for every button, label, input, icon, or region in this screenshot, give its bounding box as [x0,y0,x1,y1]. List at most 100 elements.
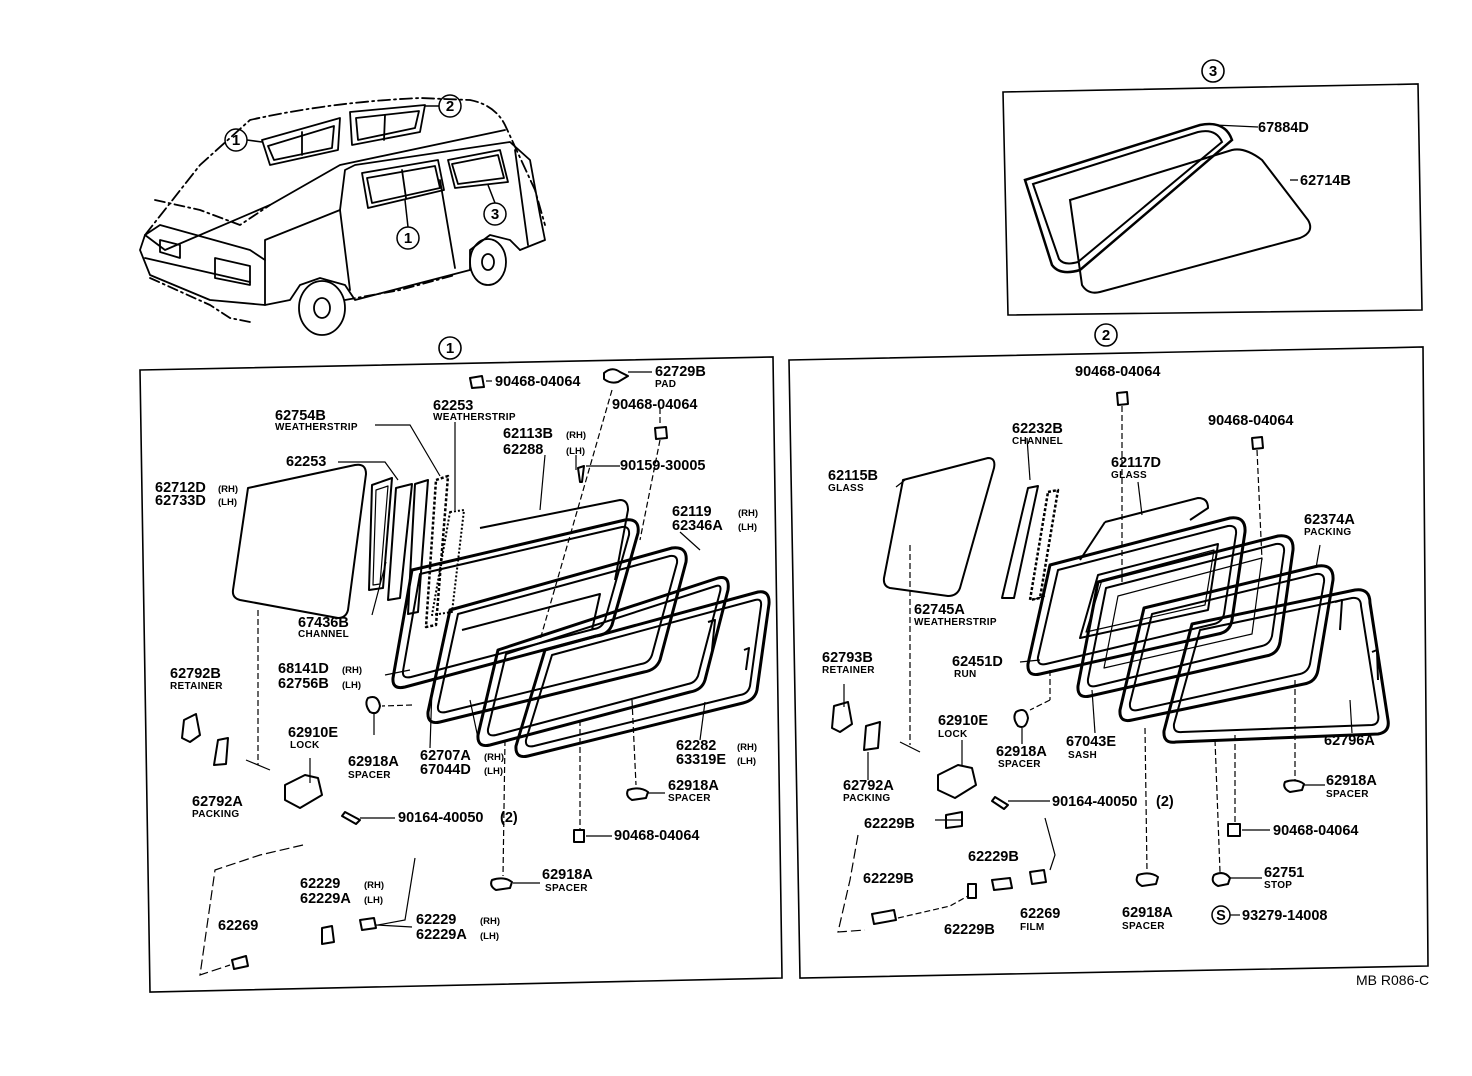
van-callout-1b: 1 [404,230,412,247]
s2-sub-packing-b: PACKING [843,793,890,804]
s1-sfx-lh-e: (LH) [484,766,503,777]
s2-part-62229b-c: 62229B [863,871,914,887]
s1-sfx-lh-a: (LH) [566,446,585,457]
van-callouts [224,94,507,250]
s2-part-62269: 62269 [1020,906,1060,922]
section-1-leaders [199,371,706,976]
s1-part-62792a: 62792A [192,794,243,810]
s1-part-67436b: 67436B [298,615,349,631]
s-symbol: S [1216,908,1226,924]
s1-part-62229a-b: 62229A [416,927,467,943]
s2-sub-glass-a: GLASS [828,483,864,494]
s3-part-62714b: 62714B [1300,173,1351,189]
s1-sub-channel: CHANNEL [298,629,349,640]
s1-part-62113b: 62113B [503,426,553,442]
s1-part-67044d: 67044D [420,762,471,778]
section-1-parts [181,368,771,970]
s2-sub-weatherstrip: WEATHERSTRIP [914,617,997,628]
s2-part-62910e: 62910E [938,713,988,729]
s1-part-90164-40050: 90164-40050 [398,810,483,826]
s2-sub-lock: LOCK [938,729,968,740]
van-illustration [139,97,546,336]
s1-part-62918a-c: 62918A [542,867,593,883]
s2-sub-sash: SASH [1068,750,1097,761]
s1-part-62918a-b: 62918A [668,778,719,794]
s1-part-90468-04064-c: 90468-04064 [612,397,697,413]
diagram-code: MB R086-C [1356,972,1429,988]
s1-part-62346a: 62346A [672,518,723,534]
s2-part-90468-04064-a: 90468-04064 [1075,364,1160,380]
s2-part-62451d: 62451D [952,654,1003,670]
s1-part-62253-b: 62253 [286,454,326,470]
s1-part-68141d: 68141D [278,661,329,677]
s2-part-62117d: 62117D [1111,455,1161,471]
s2-sub-spacer-a: SPACER [998,759,1041,770]
s1-sfx-lh-f: (LH) [737,756,756,767]
s2-qty: (2) [1156,794,1174,810]
s1-sfx-lh-d: (LH) [342,680,361,691]
s1-sfx-rh-e: (RH) [484,752,504,763]
s1-sfx-rh-a: (RH) [566,430,586,441]
s2-part-62918a-b: 62918A [1326,773,1377,789]
s2-sub-packing-a: PACKING [1304,527,1351,538]
s2-part-93279-14008: 93279-14008 [1242,908,1327,924]
section-3-number: 3 [1209,63,1217,80]
s2-sub-spacer-b: SPACER [1326,789,1369,800]
s2-part-67043e: 67043E [1066,734,1116,750]
s1-part-62712d: 62712D [155,480,206,496]
s1-sub-spacer-c: SPACER [545,883,588,894]
s1-part-62269: 62269 [218,918,258,934]
s1-part-62229-a: 62229 [300,876,340,892]
s1-sub-weatherstrip-b: WEATHERSTRIP [433,412,516,423]
van-callout-2: 2 [446,98,454,115]
s2-part-62115b: 62115B [828,468,878,484]
section-2-number: 2 [1102,327,1110,344]
s1-sfx-lh-h: (LH) [480,931,499,942]
s1-sfx-lh-b: (LH) [218,497,237,508]
s2-part-90468-04064-r: 90468-04064 [1273,823,1358,839]
s1-part-90468-04064-v: 90468-04064 [614,828,699,844]
s1-part-62733d: 62733D [155,493,206,509]
s1-part-62707a: 62707A [420,748,471,764]
s1-part-90468-04064-a: 90468-04064 [495,374,580,390]
van-callout-3: 3 [491,206,499,223]
s2-part-62918a-a: 62918A [996,744,1047,760]
s1-sfx-rh-d: (RH) [342,665,362,676]
s2-part-62745a: 62745A [914,602,965,618]
section-2-labels: 90468-04064 62232B CHANNEL 90468-04064 6… [822,364,1377,938]
s1-qty: (2) [500,810,518,826]
section-3-parts [1023,122,1312,294]
section-1-number: 1 [446,340,454,357]
s1-sfx-rh-h: (RH) [480,916,500,927]
s2-part-62796a: 62796A [1324,733,1375,749]
s1-sub-lock: LOCK [290,740,320,751]
van-callout-1a: 1 [232,132,240,149]
s2-sub-film: FILM [1020,922,1045,933]
s1-part-62253-a: 62253 [433,398,473,414]
s1-part-62229-b: 62229 [416,912,456,928]
s2-sub-channel: CHANNEL [1012,436,1063,447]
s1-sfx-lh-c: (LH) [738,522,757,533]
s2-sub-spacer-c: SPACER [1122,921,1165,932]
section-2-parts [831,391,1390,925]
s2-part-62229b-d: 62229B [944,922,995,938]
s1-part-62910e: 62910E [288,725,338,741]
section-1-frame [139,336,783,993]
s1-part-62282: 62282 [676,738,716,754]
s1-sub-spacer-b: SPACER [668,793,711,804]
s2-part-62918a-c: 62918A [1122,905,1173,921]
s2-part-62792a: 62792A [843,778,894,794]
section-2-frame [788,323,1429,979]
s2-sub-stop: STOP [1264,880,1292,891]
s2-part-62232b: 62232B [1012,421,1063,437]
s2-part-62229b-a: 62229B [864,816,915,832]
s1-part-62288: 62288 [503,442,543,458]
s3-part-67884d: 67884D [1258,120,1309,136]
s1-sub-retainer: RETAINER [170,681,223,692]
s2-sub-glass-b: GLASS [1111,470,1147,481]
s2-part-62374a: 62374A [1304,512,1355,528]
s2-sub-retainer: RETAINER [822,665,875,676]
s2-part-90468-04064-c: 90468-04064 [1208,413,1293,429]
s2-part-62751: 62751 [1264,865,1304,881]
